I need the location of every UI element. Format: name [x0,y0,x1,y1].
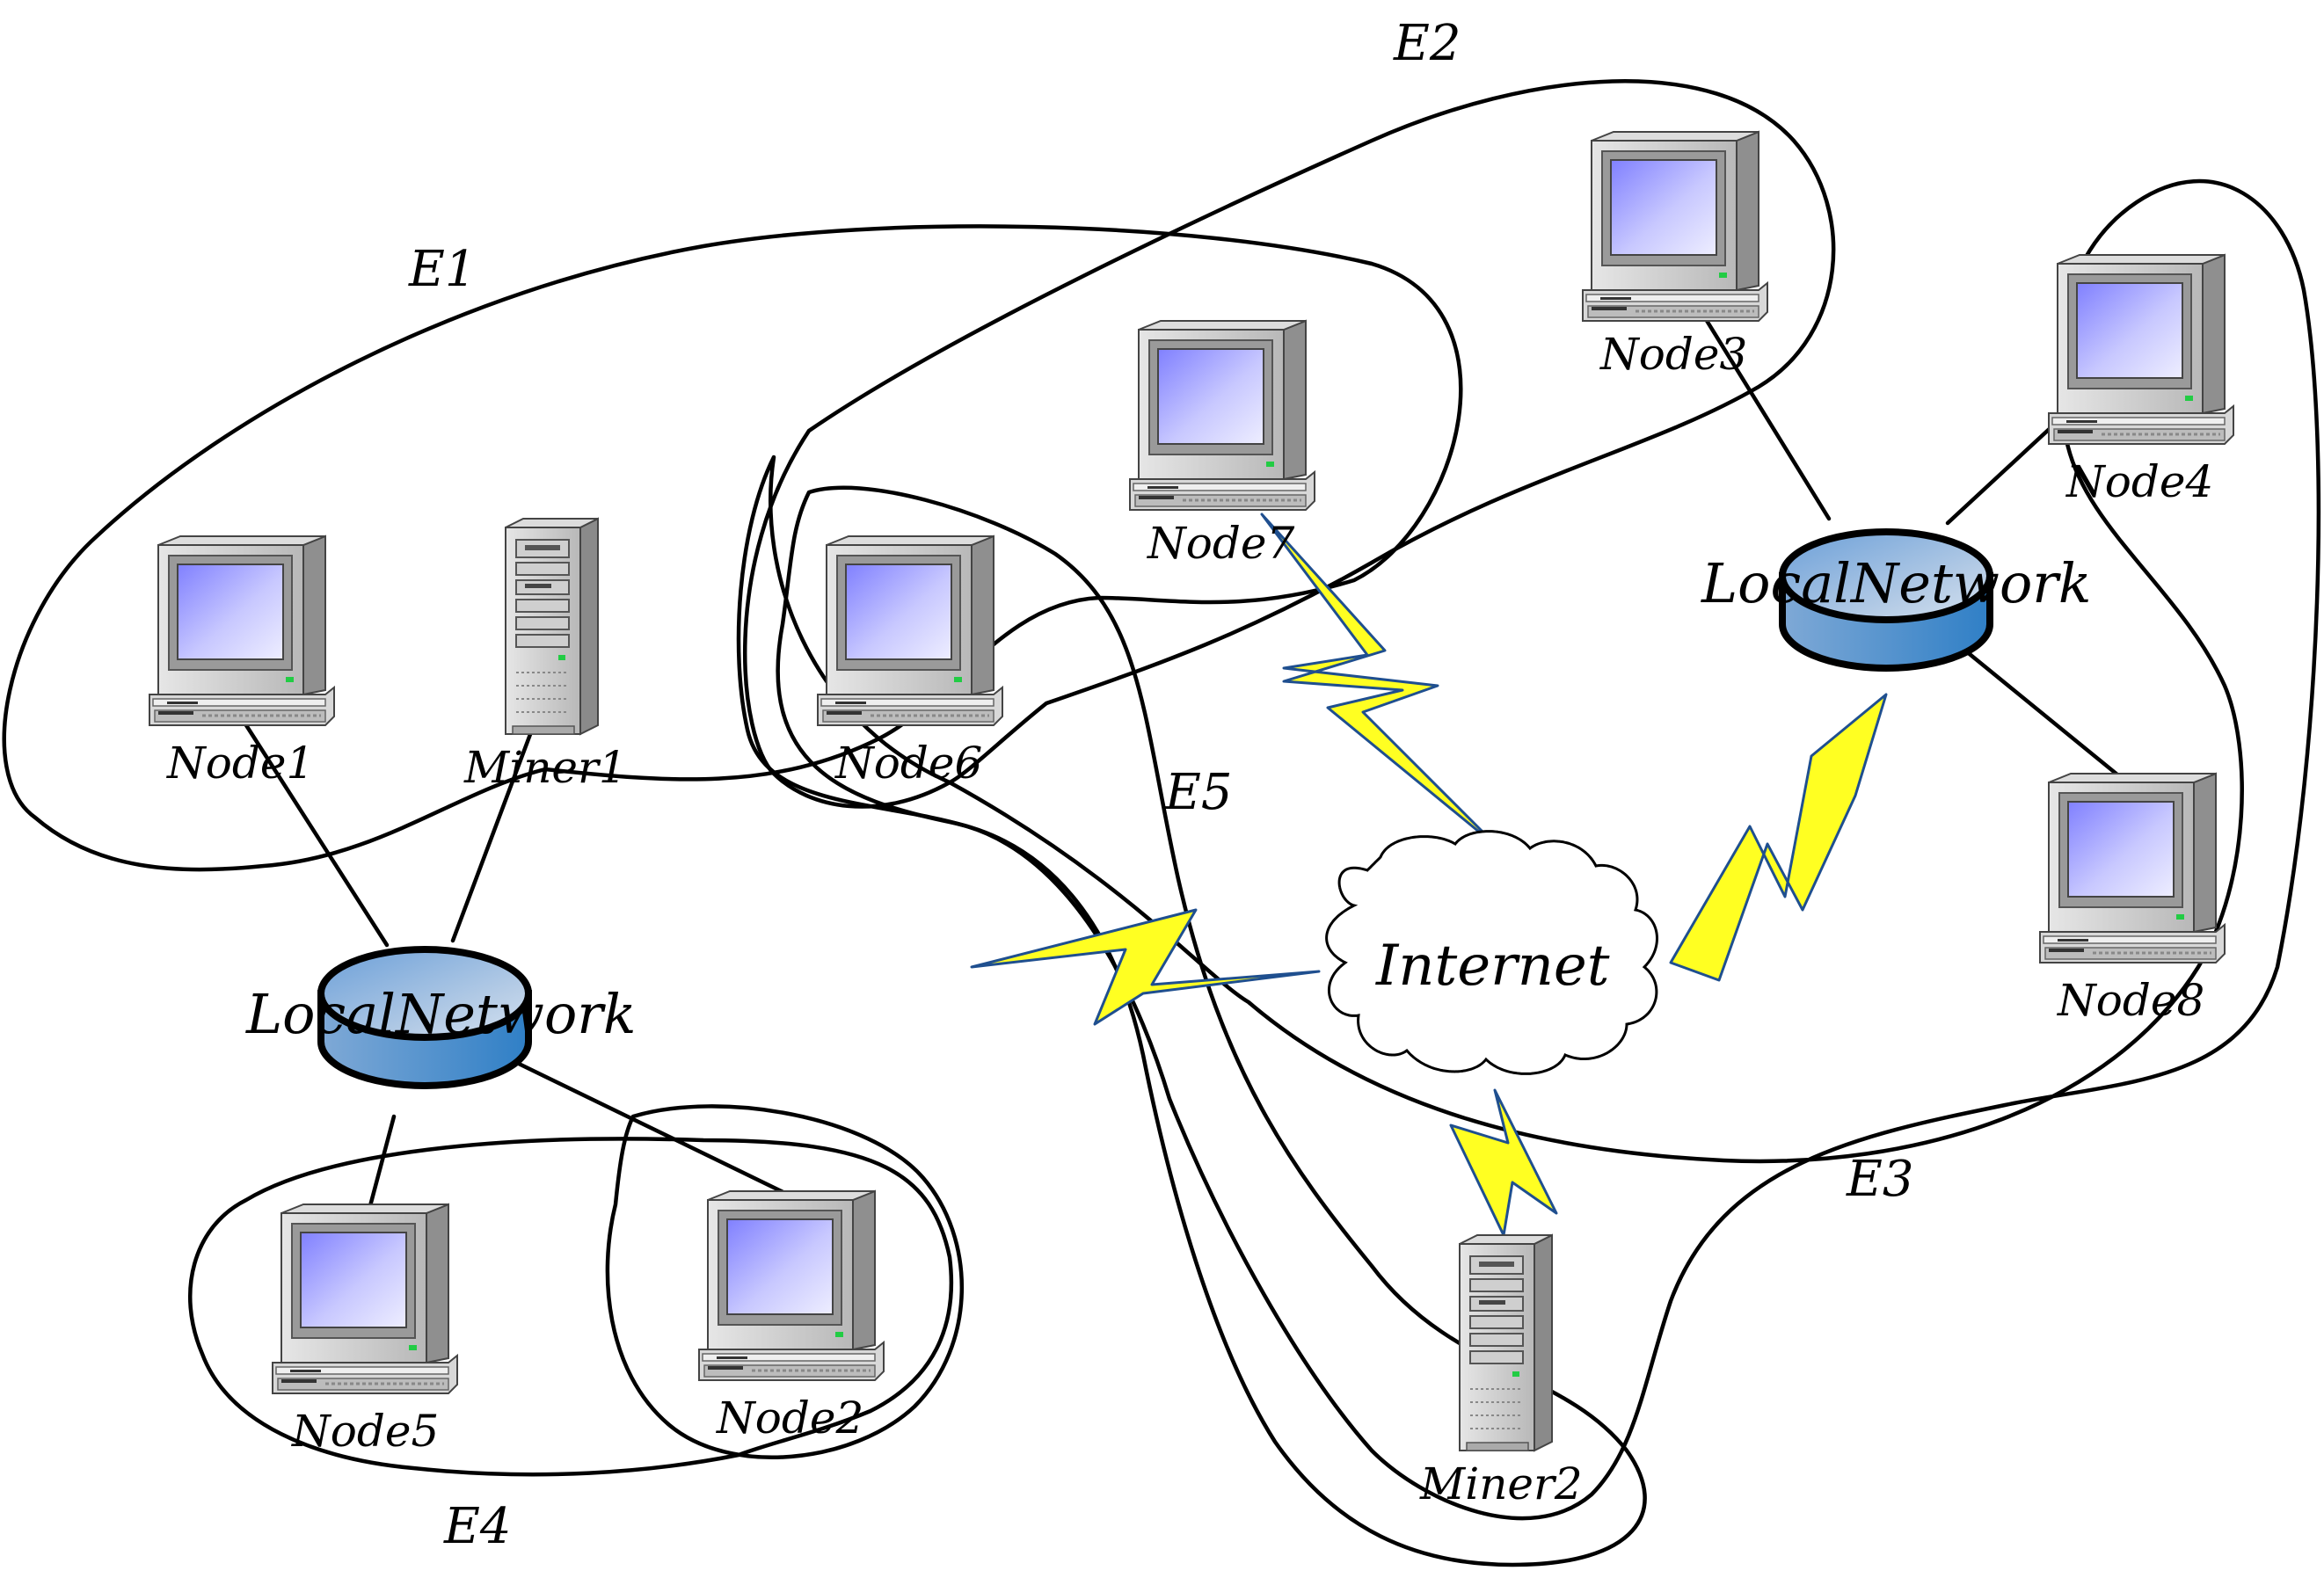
region-e1-boundary [2,224,1463,872]
node1-computer-icon [148,534,336,727]
region-e3-boundary [736,178,2321,1521]
region-e2-boundary [743,79,1836,809]
miner2-server-icon [1459,1234,1553,1451]
node8-label: Node8 [2057,975,2204,1026]
node3-computer-icon [1581,130,1769,323]
node2-computer-icon [697,1189,885,1382]
miner1-label: Miner1 [463,742,627,793]
localnetwork-right-label: LocalNetwork [1701,551,2091,615]
link-node3-localnetwork [1699,309,1832,521]
region-e5-boundary [776,485,1647,1567]
region-e3-label: E3 [1846,1151,1914,1208]
node5-label: Node5 [291,1406,439,1457]
node4-label: Node4 [2065,456,2213,507]
lightning-network-internet [1669,693,1888,982]
link-node2-localnetwork [516,1061,798,1201]
lightning-miner2-internet [1449,1088,1558,1237]
link-node8-localnetwork [1963,648,2135,789]
internet-label: Internet [1375,934,1610,999]
node4-computer-icon [2047,253,2235,446]
localnetwork-left-label: LocalNetwork [245,982,636,1046]
node7-computer-icon [1128,319,1316,512]
miner2-label: Miner2 [1419,1458,1583,1509]
region-e4-inner-boundary [605,1104,964,1460]
region-e4-label: E4 [443,1498,512,1555]
node1-label: Node1 [166,738,314,789]
region-e4-boundary [188,1137,954,1477]
node5-computer-icon [271,1203,459,1395]
internet-cloud [1325,830,1658,1075]
link-node4-localnetwork [1945,411,2069,526]
node3-label: Node3 [1599,329,1747,380]
lightning-e5-internet [970,908,1321,1026]
node8-computer-icon [2038,772,2226,964]
link-node1-localnetwork [244,723,390,948]
region-e5-label: E5 [1164,764,1233,821]
miner1-server-icon [505,518,599,735]
region-e1-label: E1 [408,241,477,298]
link-miner1-localnetwork [450,727,535,943]
region-e2-label: E2 [1393,15,1461,72]
node7-label: Node7 [1147,518,1294,569]
node6-label: Node6 [834,738,982,789]
link-node5-localnetwork [365,1114,397,1218]
node6-computer-icon [816,534,1004,727]
node2-label: Node2 [716,1393,863,1443]
